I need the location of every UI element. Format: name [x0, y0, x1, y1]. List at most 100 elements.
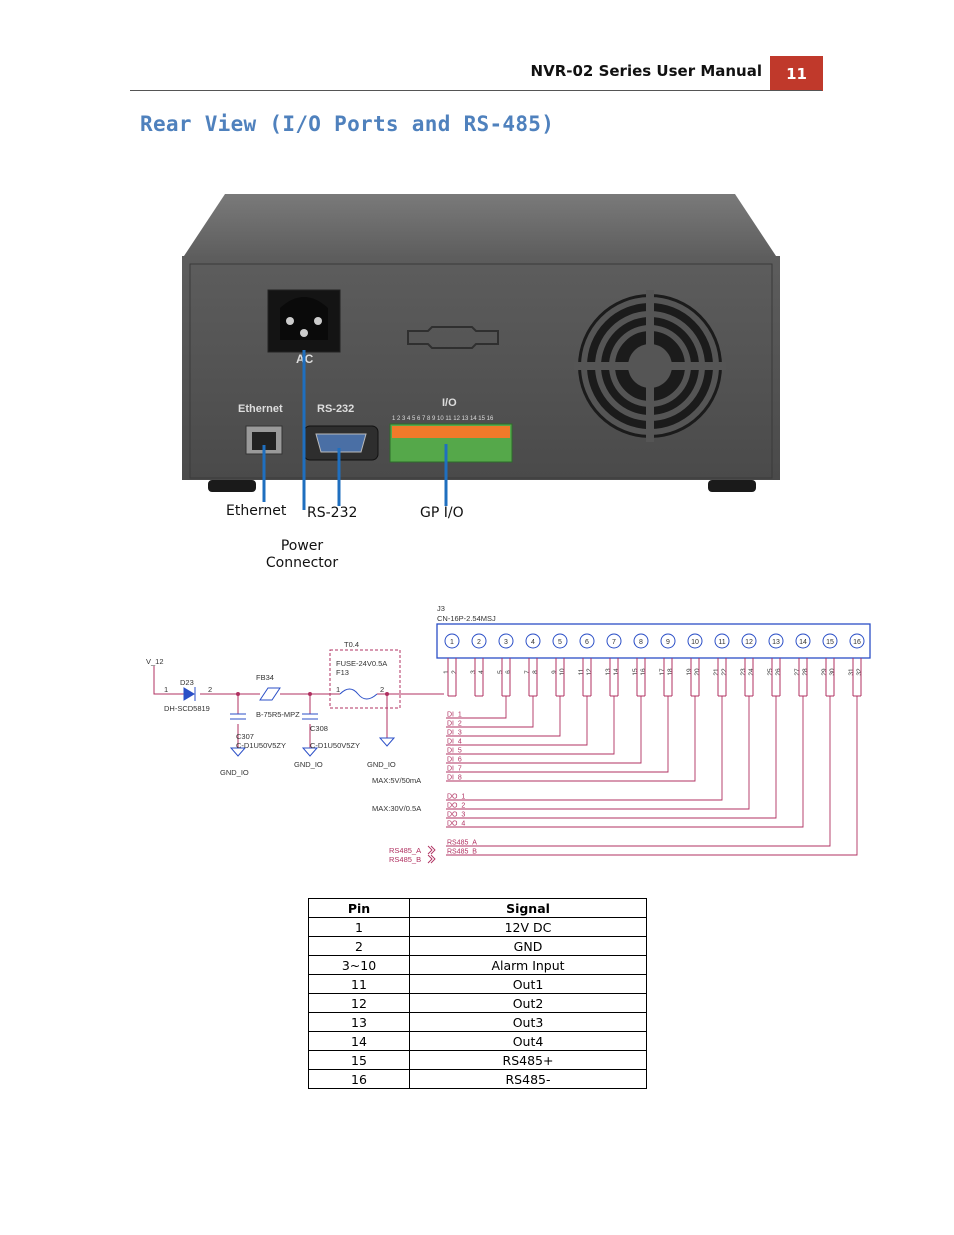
connector-pad-number: 28 [802, 668, 809, 676]
signal-cell: Out2 [409, 993, 647, 1013]
connector-pad-number: 32 [856, 668, 863, 676]
signal-net-line [446, 696, 669, 773]
pin-cell: 1 [308, 917, 410, 937]
signal-net-label: DO_2 [447, 803, 465, 810]
signal-cell: RS485- [409, 1069, 647, 1089]
connector-pad-number: 5 [497, 670, 504, 674]
connector-pin-circle [579, 633, 595, 649]
connector-pin-circle [741, 633, 757, 649]
connector-pad-number: 12 [586, 668, 593, 676]
connector-pin-circle [552, 633, 568, 649]
io-panel-label: I/O [442, 397, 457, 409]
connector-pad-number: 19 [686, 668, 693, 676]
do-max-rating: MAX:30V/0.5A [372, 804, 421, 813]
ac-socket: AC [267, 289, 341, 366]
connector-pin-number: 14 [799, 639, 807, 646]
rs232-panel-label: RS-232 [317, 403, 354, 415]
connector-pad-number: 15 [632, 668, 639, 676]
header-rule [130, 90, 822, 91]
fuse-pin-2: 2 [380, 685, 384, 694]
gnd-label-1: GND_IO [220, 768, 249, 777]
device-rear-photo: AC Ethernet RS-232 I/O 1 2 3 4 5 6 7 8 9… [180, 190, 780, 520]
diode-pin-1: 1 [164, 685, 168, 694]
signal-net-label: DI_3 [447, 730, 462, 737]
signal-net-line [446, 696, 615, 755]
connector-pin-number: 2 [477, 639, 481, 646]
signal-net-line [446, 696, 777, 819]
chassis-top [184, 194, 776, 256]
connector-pin-circle [660, 633, 676, 649]
signal-net-line [446, 696, 696, 782]
callout-leaders [262, 350, 448, 520]
connector-pad-number: 24 [748, 668, 755, 676]
net-labels: DI_1DI_2DI_3DI_4DI_5DI_6DI_7DI_8DO_1DO_2… [447, 712, 477, 856]
signal-net-label: DI_5 [447, 748, 462, 755]
rs485-port-arrows [427, 845, 436, 864]
signal-cell: GND [409, 936, 647, 956]
io-pin-numbers: 1 2 3 4 5 6 7 8 9 10 11 12 13 14 15 16 [392, 416, 494, 422]
connector-pad-number: 6 [505, 670, 512, 674]
fuse-pin-1: 1 [336, 685, 340, 694]
connector-ref: J3 [437, 604, 445, 613]
connector-pin-number: 16 [853, 639, 861, 646]
di-max-rating: MAX:5V/50mA [372, 776, 421, 785]
signal-net-label: DI_8 [447, 775, 462, 782]
callout-power-connector: Power Connector [262, 538, 342, 572]
signal-net-label: DI_4 [447, 739, 462, 746]
fuse-value: T0.4 [344, 640, 359, 649]
signal-net-line [446, 696, 750, 810]
pin-cell: 15 [308, 1050, 410, 1070]
net-v12: V_12 [146, 657, 164, 666]
connector-pin-circle [633, 633, 649, 649]
rs485-port-a: RS485_A [389, 846, 421, 855]
col-header-pin: Pin [308, 898, 410, 918]
components [183, 649, 401, 757]
pin-cell: 13 [308, 1012, 410, 1032]
connector-pad-number: 11 [578, 668, 585, 675]
connector-pad-number: 18 [667, 668, 674, 676]
foot-left [208, 480, 256, 492]
ferrite-ref: FB34 [256, 673, 274, 682]
diode-pin-2: 2 [208, 685, 212, 694]
signal-cell: Alarm Input [409, 955, 647, 975]
connector-pin-circle [768, 633, 784, 649]
section-title: Rear View (I/O Ports and RS-485) [140, 112, 555, 136]
connector-pin-circle [471, 633, 487, 649]
connector-pad-number: 30 [829, 668, 836, 676]
connector-pad-number: 23 [740, 668, 747, 676]
connector-pin-circle [606, 633, 622, 649]
signal-net-line [446, 696, 588, 746]
signal-net-line [446, 696, 723, 801]
signal-net-line [446, 696, 804, 828]
signal-net-line [446, 696, 534, 728]
pin-cell: 11 [308, 974, 410, 994]
connector-pin-circle [795, 633, 811, 649]
connector-pad-number: 3 [470, 670, 477, 674]
rs485-port-b: RS485_B [389, 855, 421, 864]
signal-cell: Out3 [409, 1012, 647, 1032]
connector-pin-number: 6 [585, 639, 589, 646]
col-header-signal: Signal [409, 898, 647, 918]
connector-pin-circle [498, 633, 514, 649]
signal-net-label: DI_7 [447, 766, 462, 773]
connector-pin-number: 1 [450, 639, 454, 646]
connector-pin-circle [687, 633, 703, 649]
signal-net-line [446, 696, 858, 856]
connector-pad-number: 4 [478, 670, 485, 674]
connector-pin-number: 9 [666, 639, 670, 646]
connector-pin-circle [444, 633, 460, 649]
cap1-part: C-D1U50V5ZY [236, 741, 286, 750]
connector-pad-number: 21 [713, 668, 720, 676]
callout-gpio: GP I/O [420, 505, 464, 521]
connector-pad-number: 9 [551, 670, 558, 674]
signal-cell: Out4 [409, 1031, 647, 1051]
signal-net-label: DO_4 [447, 821, 465, 828]
